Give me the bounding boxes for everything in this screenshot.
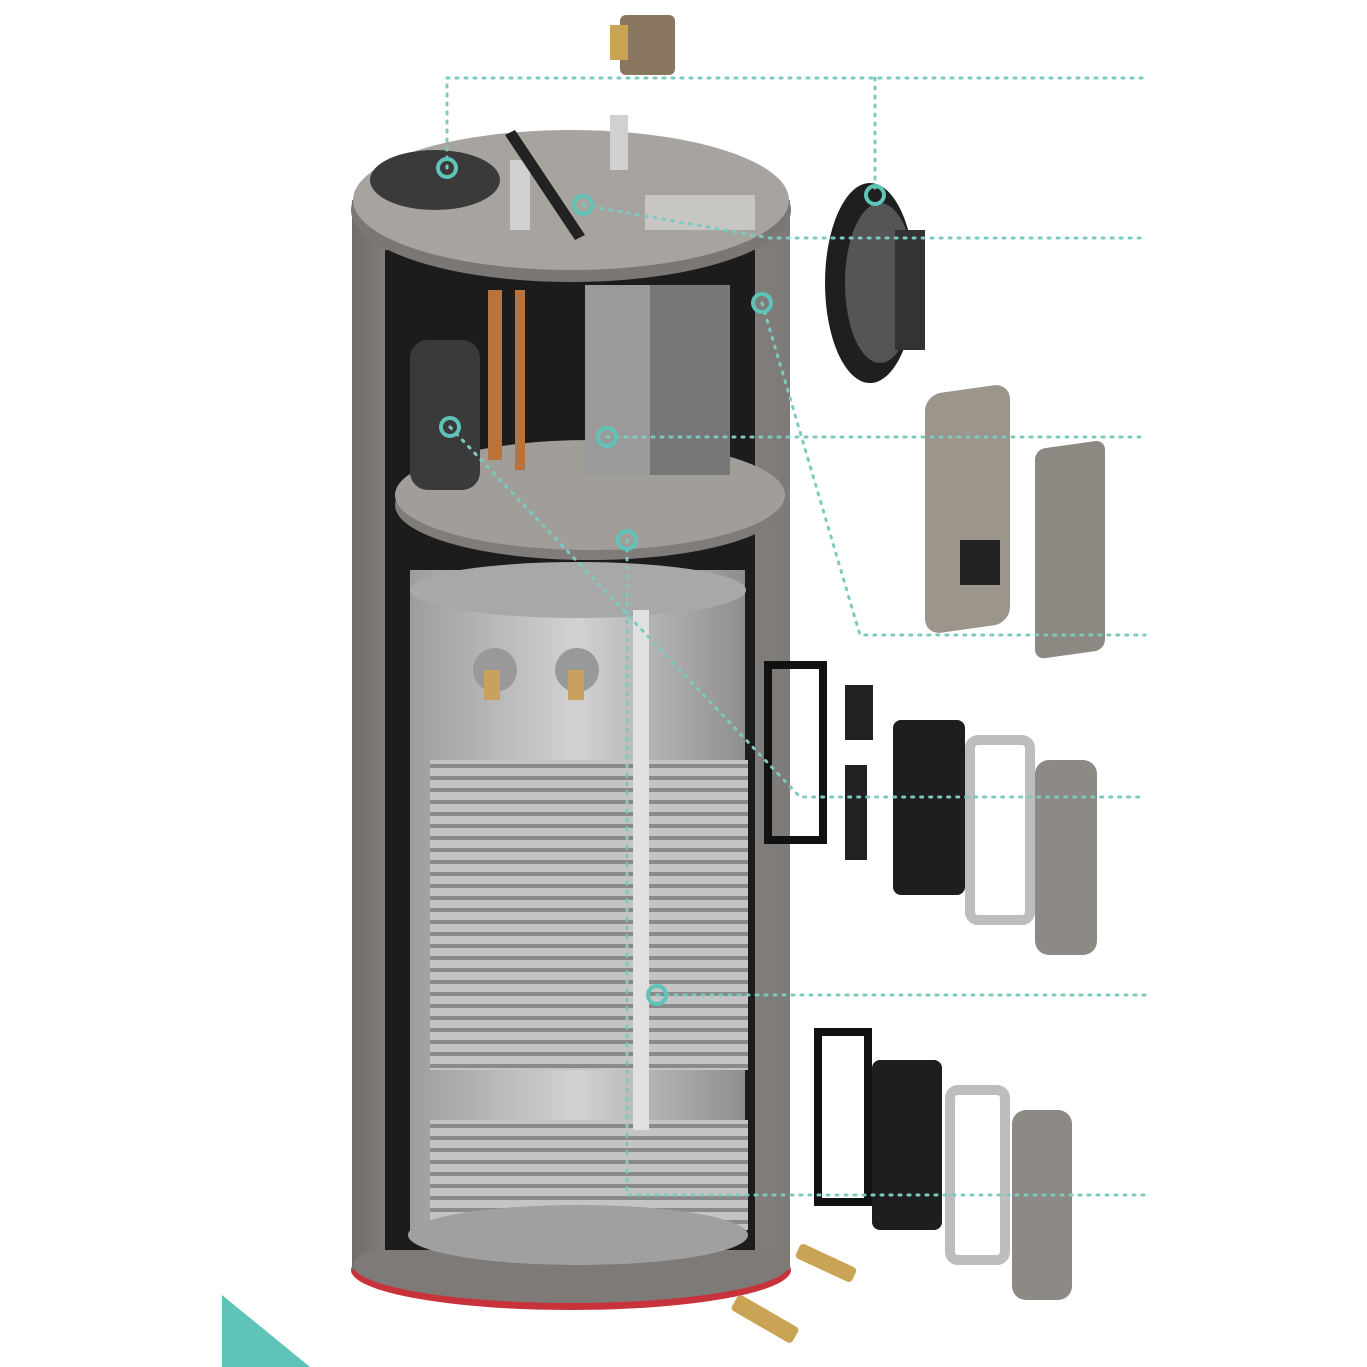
callout-circle-icon [572,194,594,216]
lower-heating-element [814,1028,1072,1300]
upper-heating-element [764,661,1097,955]
callout-circle-icon [751,292,773,314]
callout-circle-icon [616,529,638,551]
coil-upper [430,760,748,1070]
teal-corner-accent [222,1295,310,1367]
callout-circle-icon [439,416,461,438]
fitting [795,1243,857,1283]
valve [610,15,675,75]
callout-circle-icon [864,184,886,206]
compressor [410,340,480,490]
water-heater-body [351,115,791,1310]
callout-circle-icon [646,984,668,1006]
callout-circle-icon [436,157,458,179]
fitting [731,1295,799,1343]
control-panel [925,385,1010,633]
callout-circle-icon [596,426,618,448]
front-cover [1035,441,1105,659]
fan [825,183,925,383]
leader-lines [445,76,1147,1197]
